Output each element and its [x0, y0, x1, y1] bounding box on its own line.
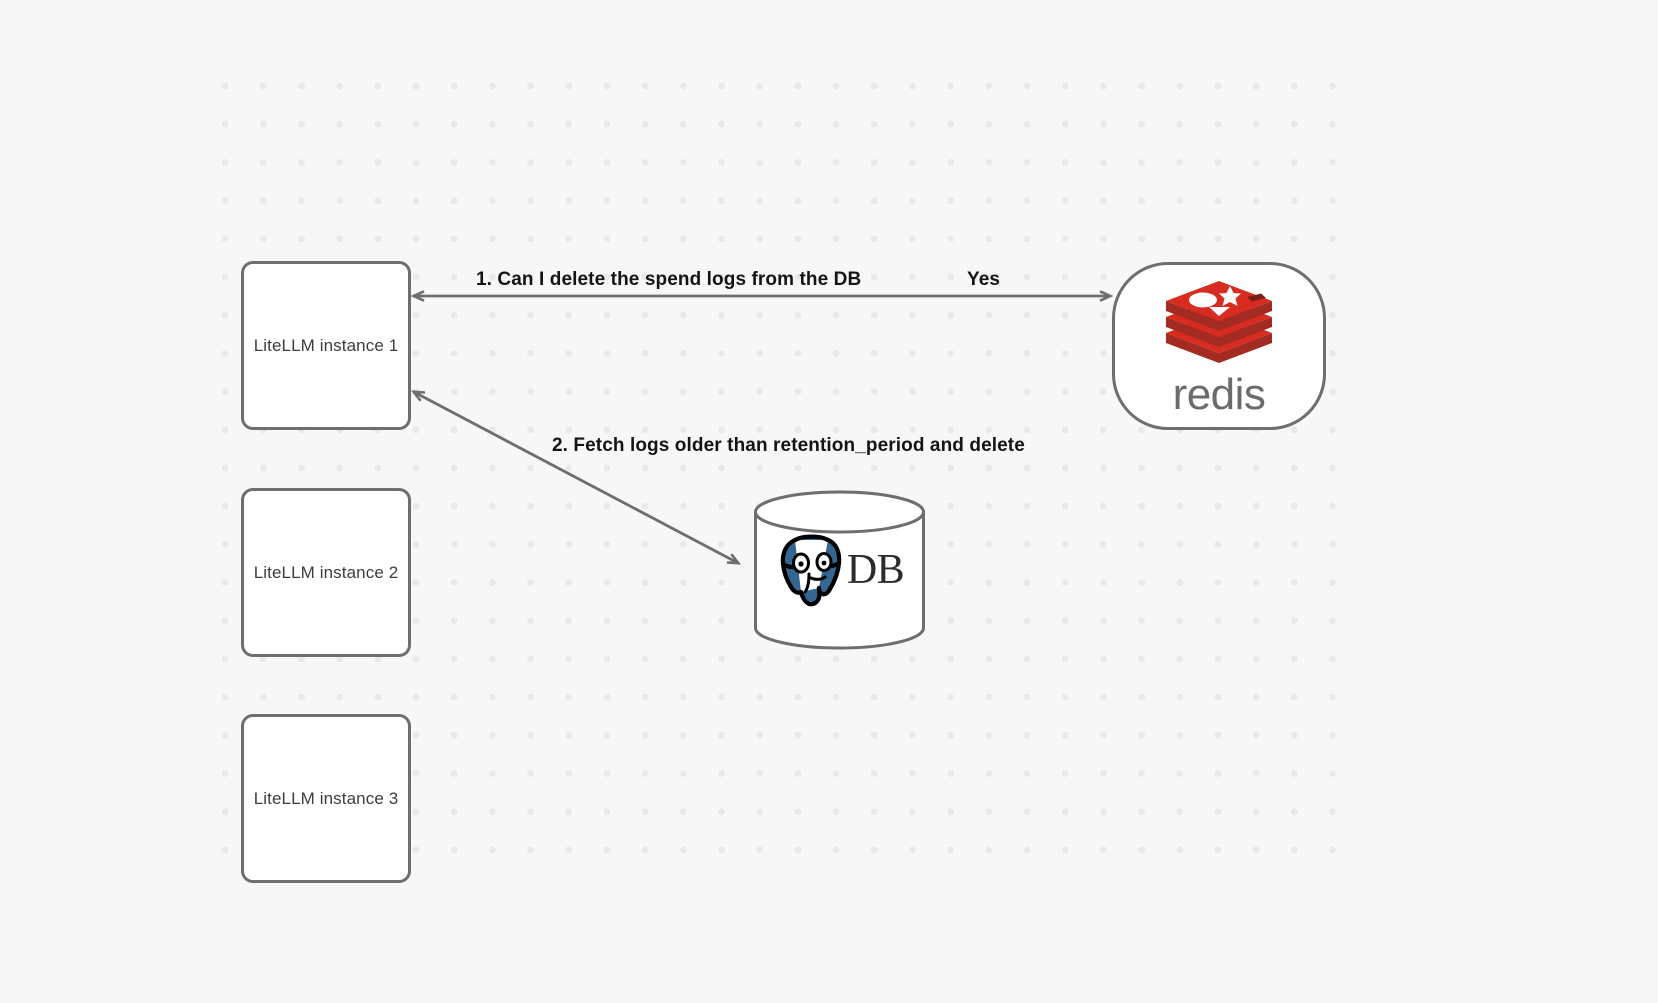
edge-label-yes: Yes — [967, 269, 1001, 290]
node-litellm-instance-1[interactable]: LiteLLM instance 1 — [241, 261, 411, 430]
redis-logo-icon — [1166, 281, 1272, 363]
node-label: LiteLLM instance 1 — [253, 335, 399, 355]
redis-wordmark: redis — [1172, 370, 1266, 419]
node-label: LiteLLM instance 2 — [253, 562, 399, 582]
edge-litellm1-db — [414, 392, 738, 563]
node-litellm-instance-3[interactable]: LiteLLM instance 3 — [241, 714, 411, 883]
redis-logo-wrap: redis — [1160, 275, 1278, 417]
node-redis[interactable]: redis — [1112, 262, 1326, 430]
edge-label-1: 1. Can I delete the spend logs from the … — [476, 269, 862, 290]
node-litellm-instance-2[interactable]: LiteLLM instance 2 — [241, 488, 411, 657]
edge-label-2: 2. Fetch logs older than retention_perio… — [552, 435, 1025, 456]
node-label: LiteLLM instance 3 — [253, 788, 399, 808]
node-db[interactable]: DB — [752, 490, 927, 650]
db-cylinder-shape — [754, 490, 925, 650]
